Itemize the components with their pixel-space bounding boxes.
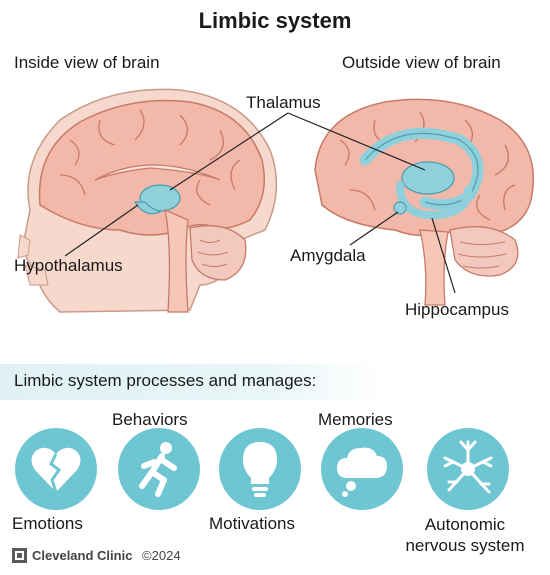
footer-brand: Cleveland Clinic (32, 548, 133, 563)
footer-credit: Cleveland Clinic ©2024 (32, 548, 181, 563)
behaviors-label: Behaviors (112, 410, 188, 429)
memories-label: Memories (318, 410, 393, 429)
footer-copyright: ©2024 (142, 548, 181, 563)
light-bulb-icon (219, 428, 301, 510)
hippocampus-label: Hippocampus (405, 300, 509, 319)
running-person-icon (118, 428, 200, 510)
label-leader-lines (64, 112, 456, 294)
cleveland-clinic-logo-icon (12, 548, 27, 563)
thought-cloud-icon (321, 428, 403, 510)
neuron-icon (427, 428, 509, 510)
diagram-title: Limbic system (198, 8, 352, 33)
outside-brain-illustration (314, 98, 535, 306)
broken-heart-icon (15, 428, 97, 510)
amygdala-label: Amygdala (290, 246, 366, 265)
emotions-label: Emotions (12, 514, 83, 533)
inside-view-label: Inside view of brain (14, 53, 160, 72)
processes-banner-text: Limbic system processes and manages: (14, 371, 317, 390)
inside-brain-illustration (17, 88, 278, 313)
motivations-label: Motivations (209, 514, 295, 533)
thalamus-label: Thalamus (246, 93, 321, 112)
processes-banner (0, 364, 380, 400)
outside-view-label: Outside view of brain (342, 53, 501, 72)
hypothalamus-label: Hypothalamus (14, 256, 123, 275)
autonomic-label: Autonomic nervous system (405, 515, 525, 555)
